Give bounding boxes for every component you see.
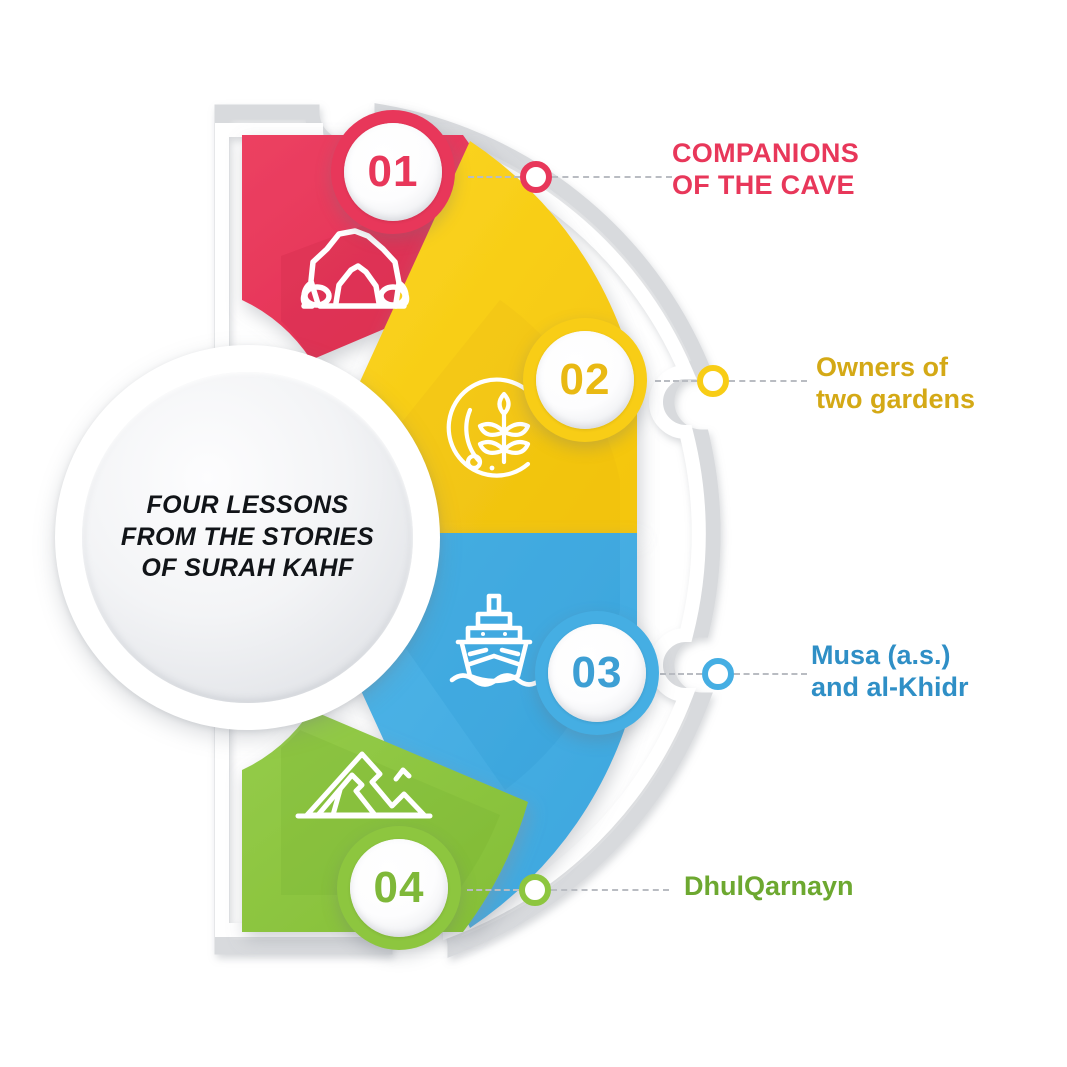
center-hub: FOUR LESSONS FROM THE STORIES OF SURAH K…	[55, 345, 440, 730]
connector-03	[660, 658, 807, 690]
connector-01	[468, 161, 672, 193]
badge-03[interactable]: 03	[535, 611, 659, 735]
badge-04-disc	[350, 839, 448, 937]
label-musa-and-al-khidr[interactable]: Musa (a.s.) and al-Khidr	[811, 640, 969, 702]
cave-icon	[300, 228, 410, 309]
badge-01-number: 01	[367, 147, 419, 196]
label-companions-of-the-cave[interactable]: COMPANIONS OF THE CAVE	[672, 138, 860, 200]
badge-04-number: 04	[373, 863, 425, 912]
label-owners-of-two-gardens[interactable]: Owners of two gardens	[816, 352, 976, 414]
badge-01-disc	[344, 123, 442, 221]
connector-02-dash-left	[655, 380, 697, 382]
connector-02-ring	[697, 365, 729, 397]
connector-04-ring	[519, 874, 551, 906]
connector-03-ring	[702, 658, 734, 690]
connector-01-dash-left	[468, 176, 520, 178]
badge-02-disc	[536, 331, 634, 429]
connector-04	[467, 874, 669, 906]
label-dhulqarnayn[interactable]: DhulQarnayn	[684, 871, 854, 901]
mountains-icon	[295, 751, 433, 819]
connector-03-dash-left	[660, 673, 702, 675]
connector-03-dash-right	[734, 673, 807, 675]
connector-04-dash-right	[551, 889, 669, 891]
badge-03-number: 03	[571, 648, 623, 697]
page-title: FOUR LESSONS FROM THE STORIES OF SURAH K…	[120, 491, 375, 583]
connector-01-dash-right	[552, 176, 672, 178]
ship-icon	[449, 593, 543, 687]
center-hub-disc: FOUR LESSONS FROM THE STORIES OF SURAH K…	[82, 372, 413, 703]
connector-04-dash-left	[467, 889, 519, 891]
badge-03-disc	[548, 624, 646, 722]
connector-01-ring	[520, 161, 552, 193]
connector-02	[655, 365, 807, 397]
badge-01[interactable]: 01	[331, 110, 455, 234]
badge-04[interactable]: 04	[337, 826, 461, 950]
badge-02[interactable]: 02	[523, 318, 647, 442]
connector-02-dash-right	[729, 380, 807, 382]
badge-02-number: 02	[559, 355, 611, 404]
